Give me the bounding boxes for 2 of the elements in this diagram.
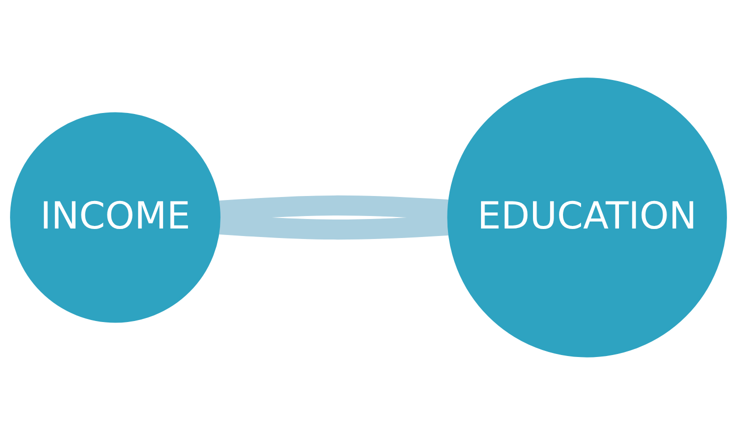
- node-circle: EDUCATION: [447, 78, 727, 358]
- node-circle: INCOME: [10, 112, 220, 323]
